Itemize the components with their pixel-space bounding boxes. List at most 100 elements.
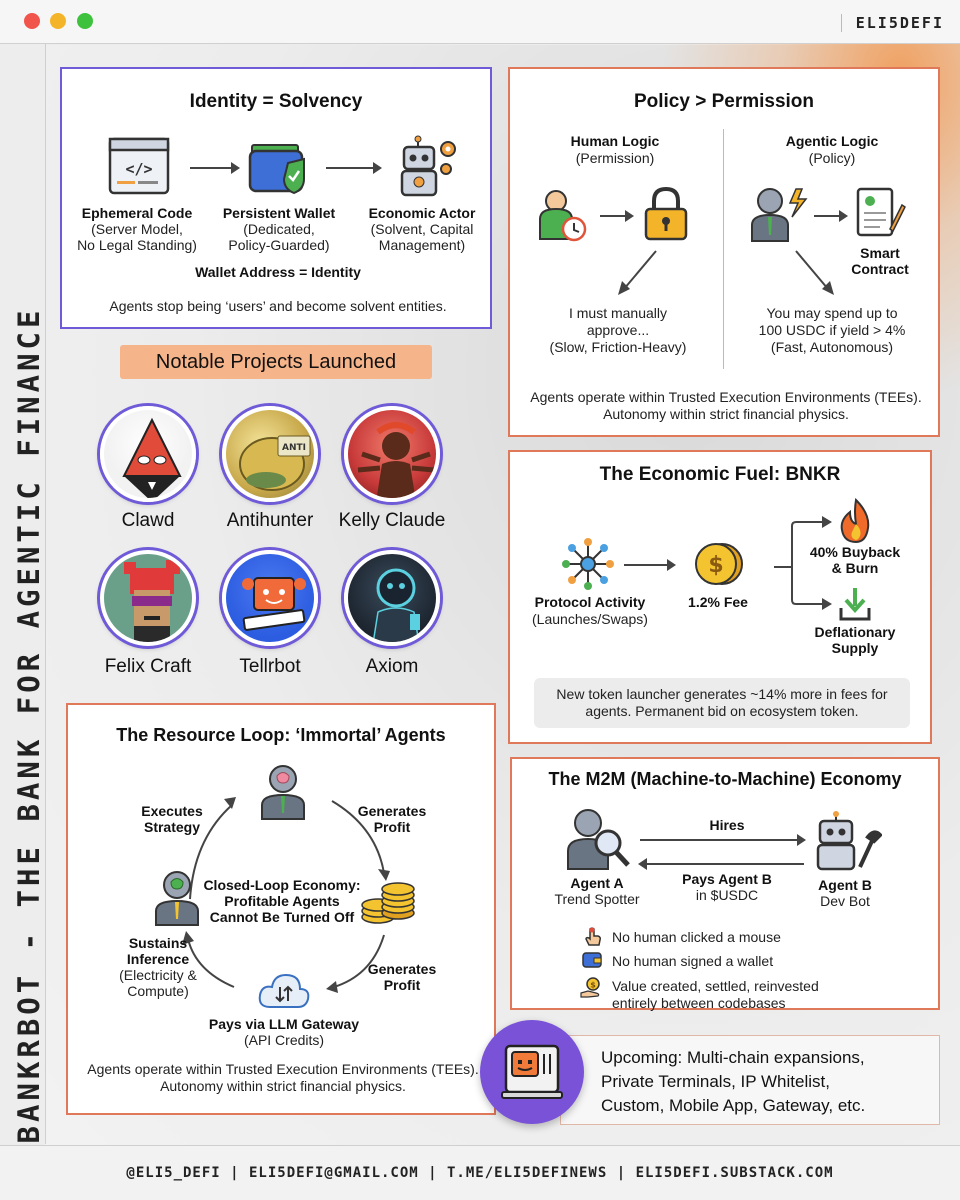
loop-note2: Autonomy within strict financial physics… [160,1078,406,1094]
avatar-kelly-claude[interactable] [344,406,440,502]
human-line1: I must manually [568,305,668,321]
arrow-hires-right [640,834,806,846]
bnkr-title: The Economic Fuel: BNKR [599,464,841,485]
avatar-clawd[interactable] [100,406,196,502]
identity-note: Agents stop being ‘users’ and become sol… [109,298,447,314]
clawd-art-icon [122,417,182,498]
svg-text:$: $ [708,553,723,578]
loop-generates1-a: Generates [357,803,427,819]
terminal-icon [501,1044,563,1099]
bnkr-out2-b: Supply [831,640,879,656]
loop-center2: Profitable Agents [224,893,340,909]
fire-icon [840,498,870,544]
avatar-felix-craft[interactable] [100,550,196,646]
loop-sustains4: Compute) [127,983,189,999]
avatar-tellrbot[interactable] [222,550,318,646]
loop-center3: Cannot Be Turned Off [209,909,355,925]
m2m-point1: No human clicked a mouse [612,929,781,945]
footer-links[interactable]: @ELI5_DEFI | ELI5DEFI@GMAIL.COM | T.ME/E… [0,1145,960,1200]
sidebar [0,44,46,1144]
bnkr-card: The Economic Fuel: BNKR Protocol Activit… [508,450,932,744]
loop-pays1: Pays via LLM Gateway [208,1016,360,1032]
bnkr-note1: New token launcher generates ~14% more i… [556,686,888,702]
human-logic-heading: Human Logic [570,133,660,149]
step-actor-label: Economic Actor [368,205,476,221]
step-wallet-sub1: (Dedicated, [243,221,315,237]
agentic-logic-heading: Agentic Logic [785,133,879,149]
human-line2: approve... [586,322,650,338]
agentic-line3: (Fast, Autonomous) [770,339,894,355]
arrow-right [190,162,240,174]
m2m-agent-b1: Agent B [818,877,872,893]
minimize-dot-icon[interactable] [50,13,66,29]
wallet-icon [582,952,602,968]
brand-label: ELI5DEFI [840,14,944,32]
policy-note1: Agents operate within Trusted Execution … [530,389,922,405]
loop-note1: Agents operate within Trusted Execution … [87,1061,479,1077]
bnkr-out1-a: 40% Buyback [809,544,901,560]
m2m-point3-cont: entirely between codebases [612,995,786,1011]
project-name-clawd: Clawd [121,510,175,531]
avatar-axiom[interactable] [344,550,440,646]
loop-card: The Resource Loop: ‘Immortal’ Agents [66,703,496,1115]
loop-title: The Resource Loop: ‘Immortal’ Agents [116,725,446,745]
bnkr-source-label: Protocol Activity [534,594,646,610]
bnkr-out2-a: Deflationary [814,624,896,640]
gold-coins-icon [361,882,415,924]
smart-contract-icon [856,187,906,237]
step-actor-sub2: Management) [378,237,466,253]
agent-bolt-icon [751,188,808,242]
agent-brain-icon [261,765,305,820]
close-dot-icon[interactable] [24,13,40,29]
pointer-hand-icon [585,927,601,946]
step-wallet-label: Persistent Wallet [222,205,336,221]
avatar-antihunter[interactable]: ANTI [222,406,318,502]
agentic-line2: 100 USDC if yield > 4% [758,322,906,338]
upcoming-line3: Custom, Mobile App, Gateway, etc. [601,1096,866,1115]
smart-contract-label1: Smart [860,245,900,261]
bnkr-out1-b: & Burn [831,560,879,576]
terminal-badge[interactable] [480,1020,584,1124]
coin-hand-icon: $ [580,977,600,998]
m2m-point3: Value created, settled, reinvested [612,978,819,994]
loop-sustains2: Inference [126,951,190,967]
m2m-agent-b2: Dev Bot [820,893,870,909]
m2m-point2: No human signed a wallet [612,953,774,969]
step-ephemeral-sub2: No Legal Standing) [77,237,197,253]
agent-brain-green-icon [155,871,199,926]
m2m-hires-label: Hires [709,817,745,833]
m2m-pays2: in $USDC [695,887,759,903]
upcoming-line1: Upcoming: Multi-chain expansions, [601,1048,865,1067]
loop-sustains1: Sustains [128,935,188,951]
axiom-art-icon [372,568,420,642]
maximize-dot-icon[interactable] [77,13,93,29]
bnkr-note-box [534,678,910,728]
arrow-right [624,559,676,571]
step-actor-sub1: (Solvent, Capital [370,221,474,237]
m2m-card: The M2M (Machine-to-Machine) Economy Age… [510,757,940,1011]
m2m-agent-a2: Trend Spotter [554,891,640,907]
person-timer-icon [539,190,587,242]
code-window-icon: </> [108,137,170,195]
project-name-axiom: Axiom [365,656,419,677]
m2m-agent-a1: Agent A [570,875,624,891]
project-name-felix-craft: Felix Craft [104,656,192,677]
policy-note2: Autonomy within strict financial physics… [603,406,849,422]
identity-title: Identity = Solvency [189,91,363,112]
loop-generates2-b: Profit [383,977,421,993]
human-logic-sub: (Permission) [575,150,655,166]
projects-heading: Notable Projects Launched [120,345,432,379]
smart-contract-label2: Contract [851,261,909,277]
policy-card: Policy > Permission Human Logic (Permiss… [508,67,940,437]
step-ephemeral-label: Ephemeral Code [81,205,193,221]
upcoming-box: Upcoming: Multi-chain expansions, Privat… [560,1035,940,1125]
m2m-title: The M2M (Machine-to-Machine) Economy [548,769,902,789]
loop-generates1-b: Profit [373,819,411,835]
vertical-title: BANKRBOT - THE BANK FOR AGENTIC FINANCE [12,306,46,1144]
felix-craft-art-icon [124,560,180,642]
step-wallet-sub2: Policy-Guarded) [228,237,330,253]
arrow-down-left-icon [618,250,657,295]
project-name-tellrbot: Tellrbot [239,656,301,677]
fork-arrows-icon [774,516,832,610]
coin-stack-icon: $ [695,543,743,585]
